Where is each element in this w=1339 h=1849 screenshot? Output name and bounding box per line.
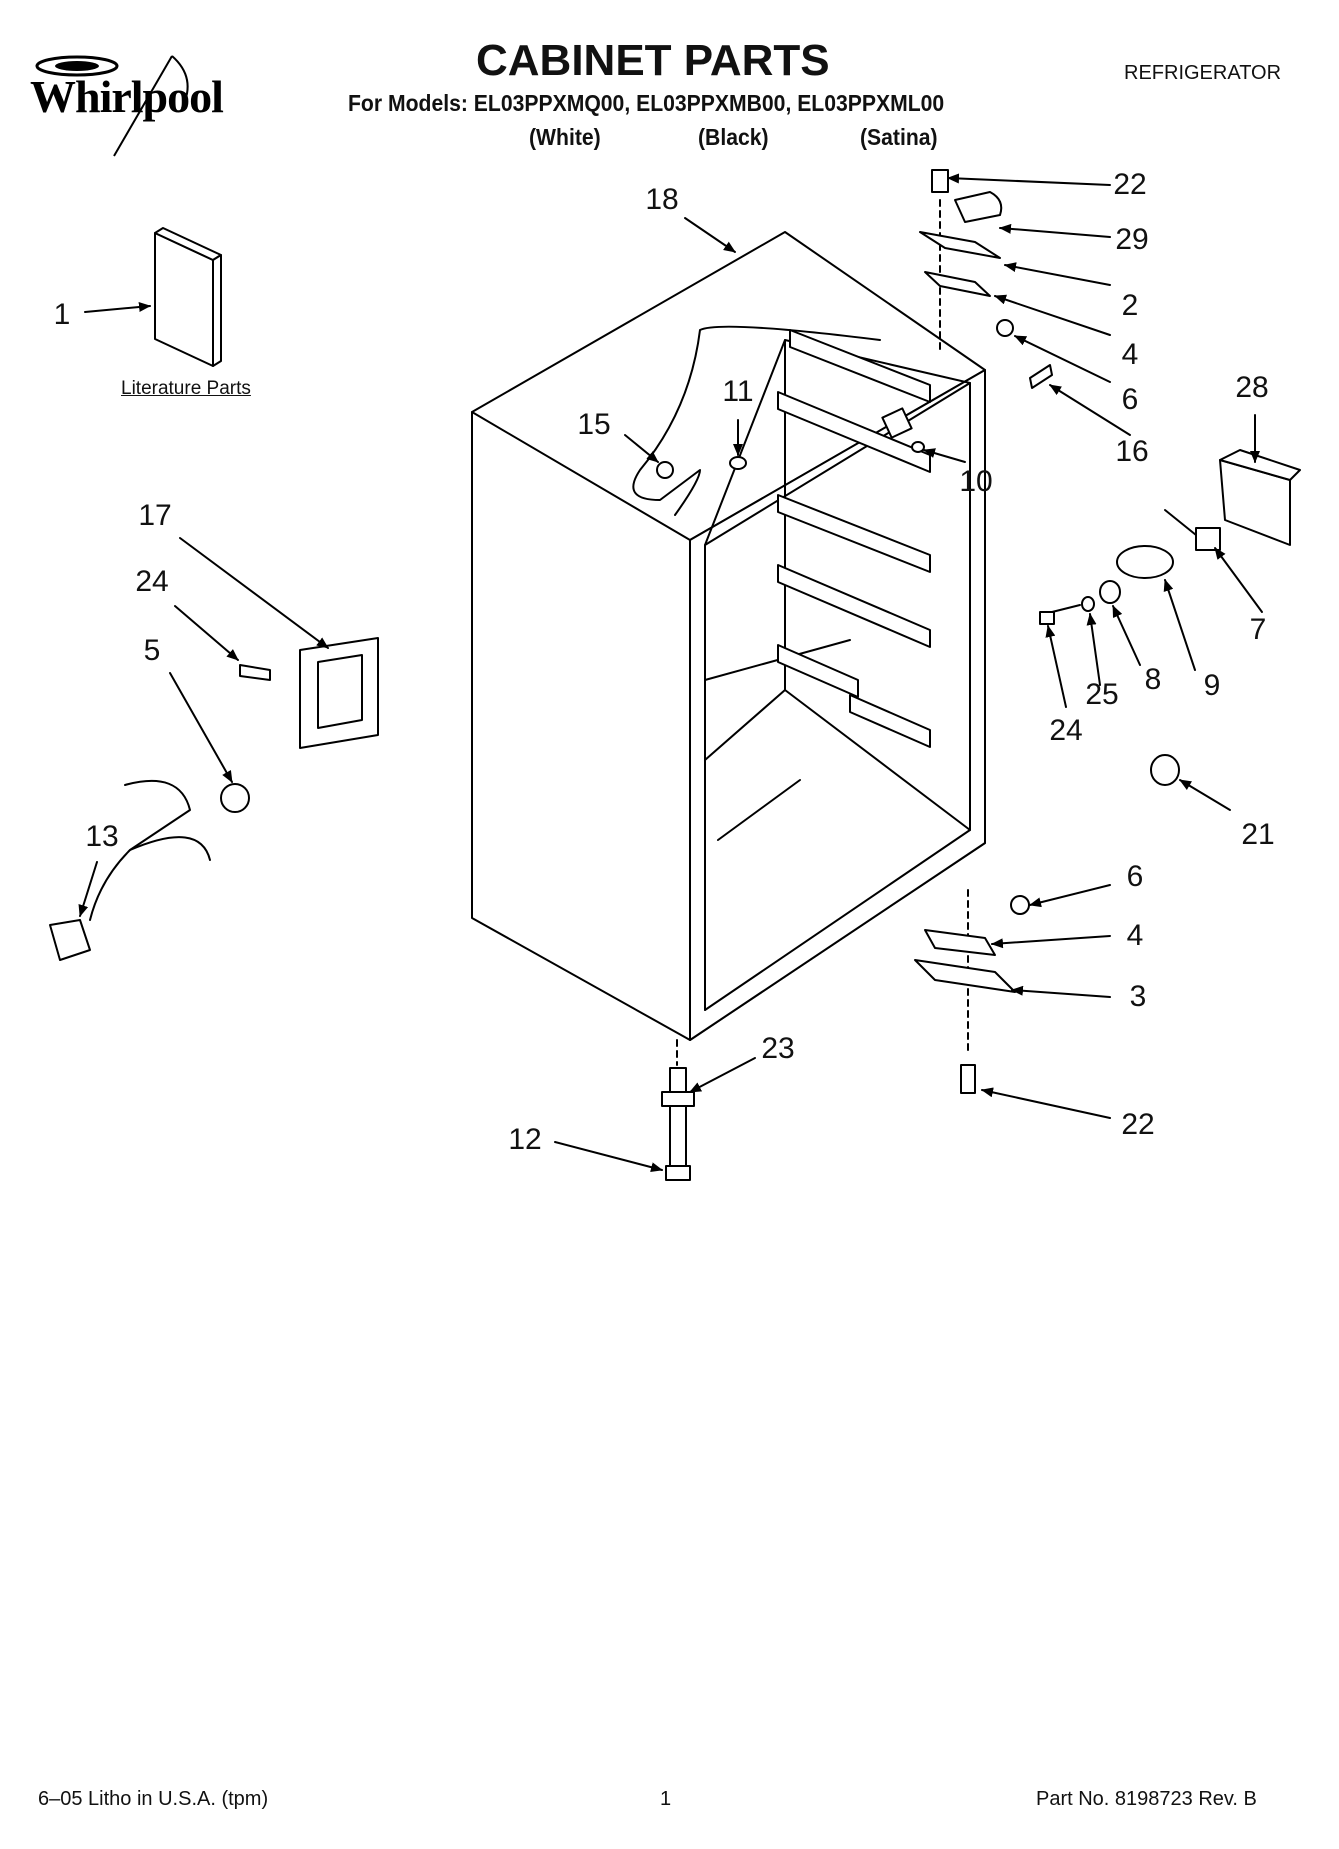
- callout-25: 25: [1085, 678, 1119, 711]
- brand-wordmark: Whirlpool: [30, 71, 224, 122]
- variant-white: (White): [529, 124, 601, 150]
- top-hinge-assembly: [920, 170, 1052, 388]
- callout-leaders: [78, 173, 1262, 1173]
- callout-15: 15: [577, 408, 611, 441]
- product-category: REFRIGERATOR: [1124, 62, 1282, 84]
- callout-23: 23: [761, 1032, 795, 1065]
- callout-29: 29: [1115, 223, 1149, 256]
- callout-22-bottom: 22: [1121, 1108, 1155, 1141]
- callout-24-left: 24: [135, 565, 169, 598]
- callout-6-bottom: 6: [1126, 860, 1144, 893]
- callout-18: 18: [645, 183, 679, 216]
- print-info: 6–05 Litho in U.S.A. (tpm): [38, 1788, 269, 1810]
- literature-booklet: [155, 228, 221, 366]
- callout-21: 21: [1241, 818, 1275, 851]
- models-line: For Models: EL03PPXMQ00, EL03PPXMB00, EL…: [348, 90, 945, 116]
- callout-8: 8: [1144, 663, 1162, 696]
- variant-black: (Black): [698, 124, 769, 150]
- callout-28: 28: [1235, 371, 1269, 404]
- side-parts: [50, 638, 378, 960]
- bottom-hinge-assembly: [915, 890, 1029, 1093]
- control-housing: [1040, 450, 1300, 785]
- callout-11: 11: [722, 375, 754, 408]
- callout-4-top: 4: [1121, 338, 1139, 371]
- callout-6-top: 6: [1121, 383, 1139, 416]
- callout-1: 1: [53, 298, 71, 331]
- callout-12: 12: [508, 1123, 542, 1156]
- part-number: Part No. 8198723 Rev. B: [1036, 1788, 1257, 1810]
- variant-satina: (Satina): [860, 124, 938, 150]
- callout-22-top: 22: [1113, 168, 1147, 201]
- leveling-leg: [662, 1040, 694, 1180]
- callout-9: 9: [1203, 669, 1221, 702]
- callout-13: 13: [85, 820, 119, 853]
- callout-3: 3: [1129, 980, 1147, 1013]
- top-fasteners: [657, 442, 924, 478]
- callout-10: 10: [959, 465, 993, 498]
- callout-16: 16: [1115, 435, 1149, 468]
- callout-17: 17: [138, 499, 172, 532]
- refrigerator-cabinet: [472, 232, 985, 1040]
- callout-24-right: 24: [1049, 714, 1083, 747]
- logo-swoosh-icon: [35, 55, 189, 157]
- page-number: 1: [660, 1788, 672, 1810]
- callout-4-bottom: 4: [1126, 919, 1144, 952]
- callout-2: 2: [1121, 289, 1139, 322]
- brand-logo: Whirlpool: [22, 48, 272, 168]
- callout-7: 7: [1249, 613, 1267, 646]
- literature-parts-label: Literature Parts: [121, 378, 251, 399]
- callout-5: 5: [143, 634, 161, 667]
- page-title: CABINET PARTS: [476, 36, 830, 85]
